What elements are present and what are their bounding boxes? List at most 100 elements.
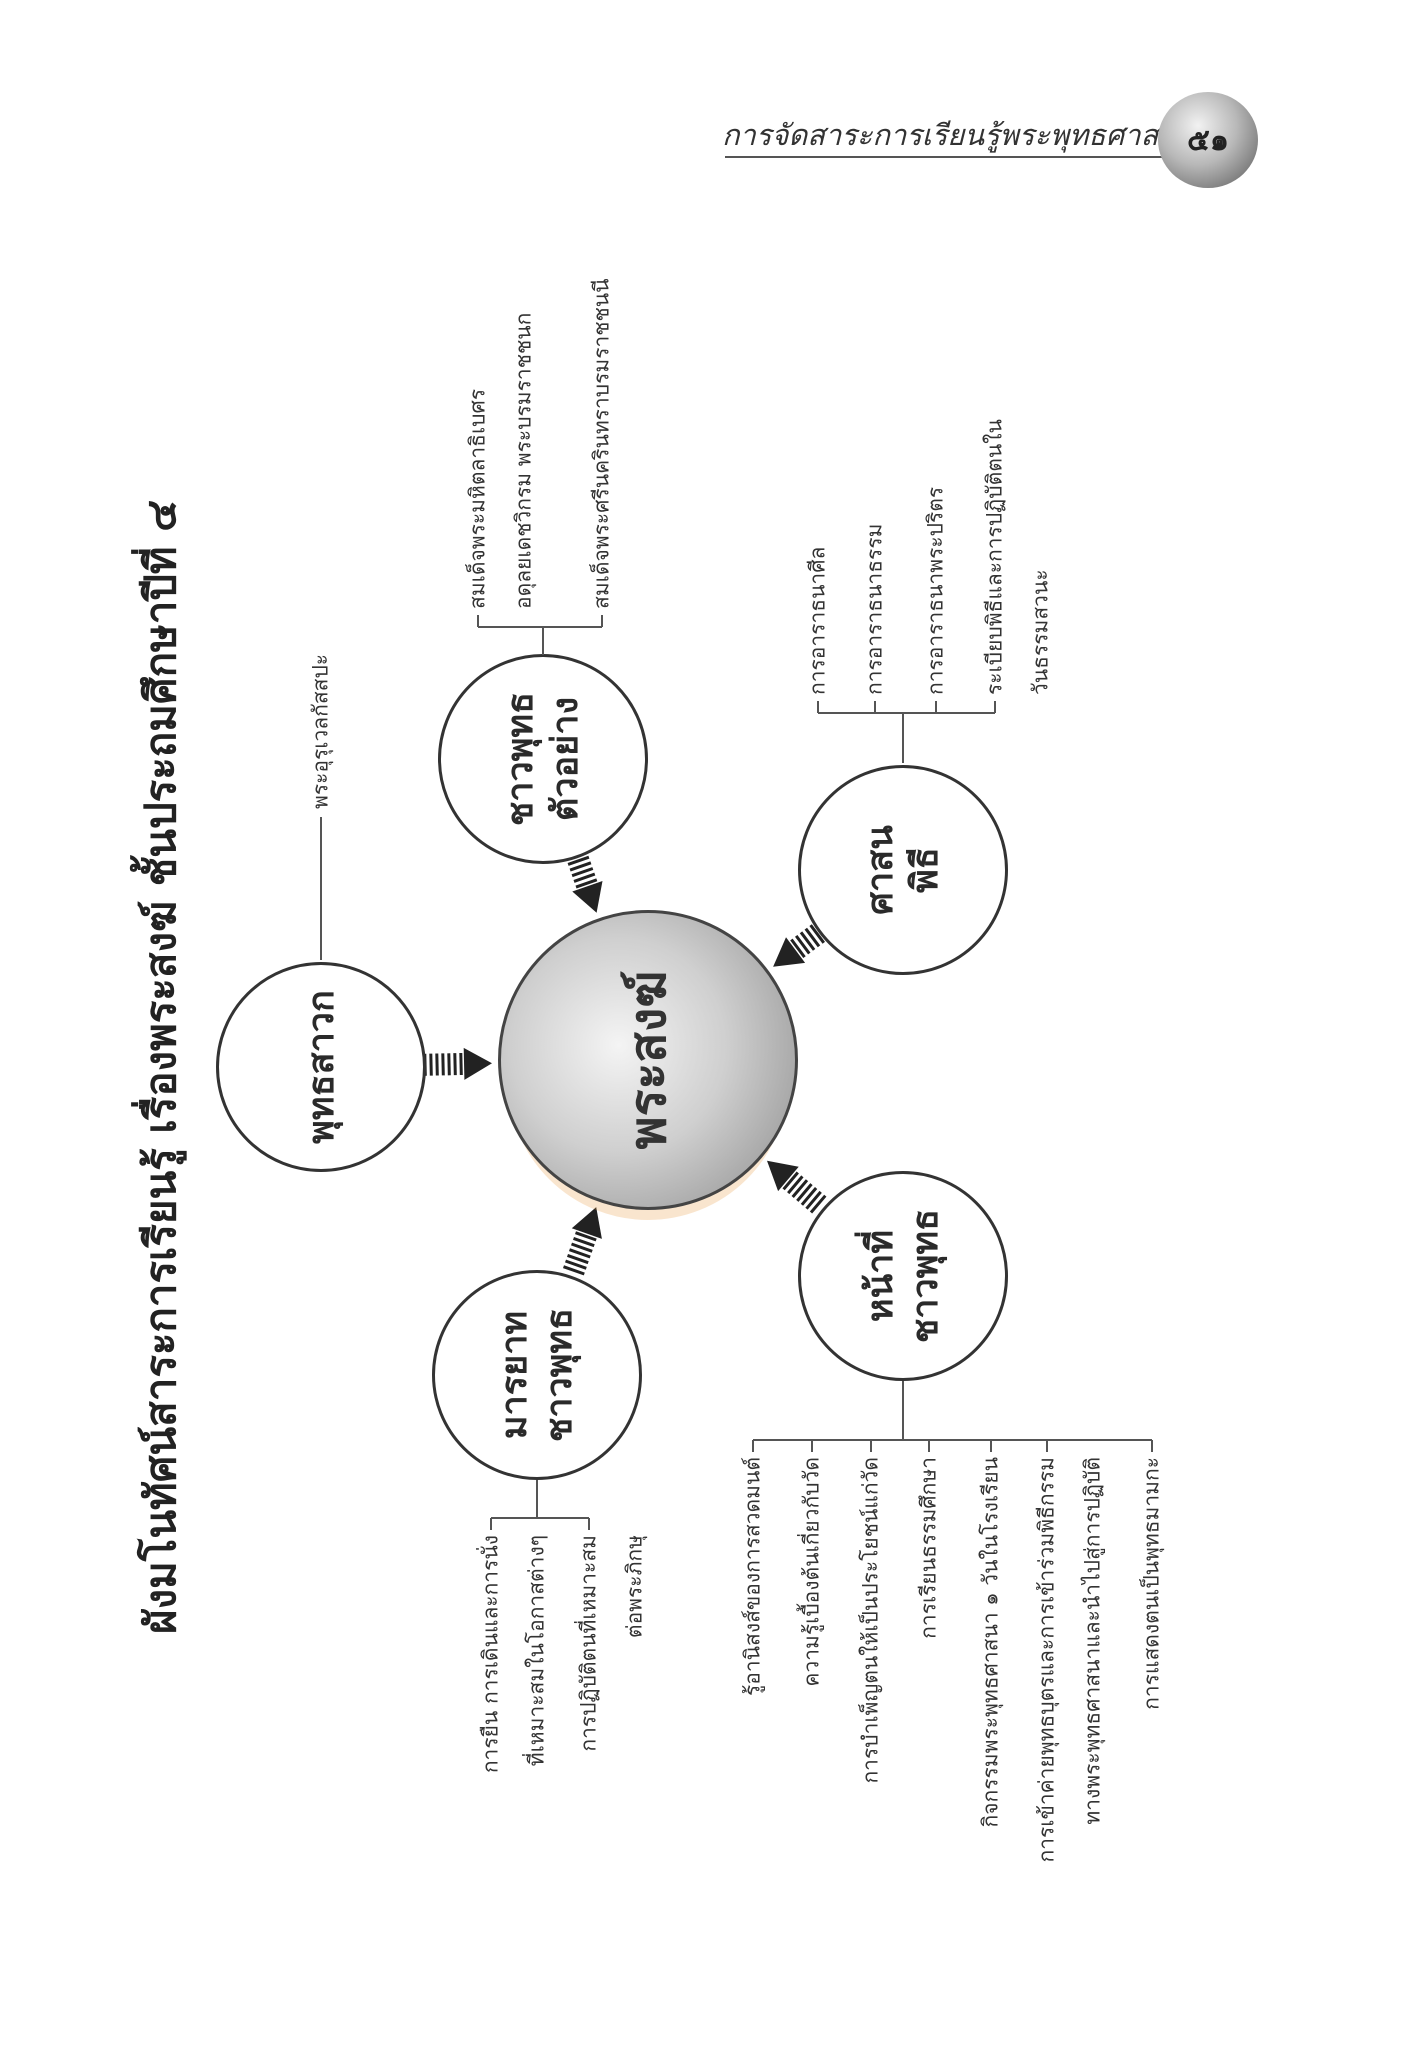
connector-line	[994, 701, 996, 713]
leaf-text: การแสดงตนเป็นพุทธมามกะ	[1139, 1457, 1164, 1710]
leaf-text: ทางพระพุทธศาสนาและนำไปสู่การปฏิบัติ	[1080, 1457, 1105, 1825]
arrow-stripe	[563, 1265, 585, 1276]
connector-line	[870, 1440, 872, 1452]
leaf-text: ความรู้เบื้องต้นเกี่ยวกับวัด	[799, 1457, 824, 1687]
arrow-stripe	[794, 935, 811, 955]
arrow-stripe	[804, 927, 821, 948]
leaf-text: ระเบียบพิธีและการปฏิบัติตนใน	[982, 419, 1007, 695]
connector-line	[990, 1440, 992, 1452]
topic-node: ชาวพุทธตัวอย่าง	[438, 654, 648, 864]
arrow-stripe	[790, 938, 806, 958]
leaf-text: การยืน การเดินและการนั่ง	[478, 1535, 503, 1774]
arrow-stripe	[571, 1242, 593, 1253]
arrow-stripe	[787, 1175, 804, 1195]
connector-line	[490, 1518, 492, 1530]
connector-line	[817, 701, 819, 713]
arrow-stripe	[453, 1053, 457, 1076]
leaf-text: สมเด็จพระมหิตลาธิเบศร	[465, 388, 490, 609]
arrow-stripe	[429, 1053, 433, 1076]
arrow-stripe	[567, 1253, 589, 1265]
connector-line	[928, 1440, 930, 1452]
header-title: การจัดสาระการเรียนรู้พระพุทธศาสนา	[722, 118, 1195, 152]
center-label: พระสงฆ์	[618, 970, 677, 1150]
leaf-text: การอาราธนาศีล	[805, 546, 830, 695]
connector-line	[588, 1518, 590, 1530]
arrow-stripe	[569, 861, 592, 872]
arrow-stripe	[799, 931, 816, 951]
arrow-head	[463, 1047, 492, 1080]
connector-line	[601, 615, 603, 627]
bracket-line	[818, 712, 995, 714]
arrow-stripe	[573, 1236, 595, 1248]
arrow-stripe	[796, 1183, 813, 1202]
connector-line	[320, 817, 322, 960]
arrow-head	[767, 1160, 799, 1192]
connector-line	[1151, 1440, 1153, 1452]
arrow-stripe	[573, 872, 596, 883]
connector-line	[752, 1440, 754, 1452]
leaf-text: วันธรรมสวนะ	[1028, 569, 1053, 695]
arrow-stripe	[575, 1231, 597, 1242]
topic-label: ศาสน	[860, 825, 901, 915]
arrow-stripe	[805, 1190, 822, 1210]
leaf-text: การอาราธนาพระปริตร	[923, 486, 948, 695]
connector-line	[477, 615, 479, 627]
arrow-stripe	[447, 1053, 451, 1076]
topic-label: พิธี	[905, 847, 946, 893]
connector-line	[935, 701, 937, 713]
arrow-stripe	[782, 1171, 799, 1191]
arrow-stripe	[791, 1179, 809, 1198]
arrow-head	[571, 1207, 602, 1239]
connector-line	[902, 713, 904, 763]
topic-node: ศาสนพิธี	[798, 765, 1008, 975]
topic-label: ตัวอย่าง	[545, 696, 586, 822]
arrow-stripe	[441, 1053, 445, 1076]
arrow-head	[572, 881, 603, 913]
page-number: ๕๑	[1187, 122, 1229, 158]
arrow-stripe	[569, 1248, 591, 1259]
topic-node: หน้าที่ชาวพุทธ	[798, 1171, 1008, 1381]
leaf-text: การปฏิบัติตนที่เหมาะสม	[576, 1535, 601, 1752]
arrow-stripe	[435, 1053, 439, 1076]
connector-line	[902, 1381, 904, 1440]
arrow-head	[773, 937, 806, 967]
bracket-line	[478, 626, 602, 628]
leaf-text: อดุลยเดชวิกรม พระบรมราชชนก	[511, 312, 536, 609]
page-number-badge: ๕๑	[1158, 92, 1258, 188]
arrow-stripe	[809, 924, 826, 944]
leaf-text: กิจกรรมพระพุทธศาสนา ๑ วันในโรงเรียน	[978, 1457, 1003, 1828]
leaf-text: รู้อานิสงส์ของการสวดมนต์	[740, 1457, 765, 1697]
leaf-text: การเข้าค่ายพุทธบุตรและการเข้าร่วมพิธีกรร…	[1034, 1457, 1059, 1863]
leaf-text: พระอุรุเวลกัสสปะ	[308, 653, 333, 809]
connector-line	[874, 701, 876, 713]
topic-node: พุทธสาวก	[216, 962, 426, 1172]
topic-label: ชาวพุทธ	[539, 1307, 580, 1443]
arrow-stripe	[571, 867, 594, 878]
leaf-text: ที่เหมาะสมในโอกาสต่างๆ	[524, 1535, 549, 1767]
header-underline	[725, 156, 1195, 158]
connector-line	[811, 1440, 813, 1452]
connector-line	[1046, 1440, 1048, 1452]
topic-label: พุทธสาวก	[300, 990, 342, 1144]
leaf-text: การบำเพ็ญตนให้เป็นประโยชน์แก่วัด	[858, 1457, 883, 1784]
leaf-text: สมเด็จพระศรีนครินทราบรมราชชนนี	[589, 278, 614, 609]
arrow-stripe	[575, 878, 598, 889]
connector-line	[536, 1480, 538, 1518]
bracket-line	[491, 1517, 589, 1519]
leaf-text: การเรียนธรรมศึกษา	[916, 1457, 941, 1639]
arrow-stripe	[800, 1187, 818, 1206]
arrow-stripe	[567, 855, 590, 866]
arrow-stripe	[565, 1259, 587, 1270]
center-node: พระสงฆ์	[498, 910, 798, 1210]
leaf-text: การอาราธนาธรรม	[862, 523, 887, 695]
topic-label: มารยาท	[494, 1310, 535, 1440]
topic-label: หน้าที่	[860, 1229, 901, 1323]
topic-label: ชาวพุทธ	[905, 1208, 946, 1344]
topic-label: ชาวพุทธ	[500, 691, 541, 827]
leaf-text: ต่อพระภิกษุ	[622, 1535, 647, 1639]
arrow-stripe	[809, 1194, 827, 1214]
topic-node: มารยาทชาวพุทธ	[432, 1270, 642, 1480]
arrow-stripe	[459, 1052, 463, 1076]
